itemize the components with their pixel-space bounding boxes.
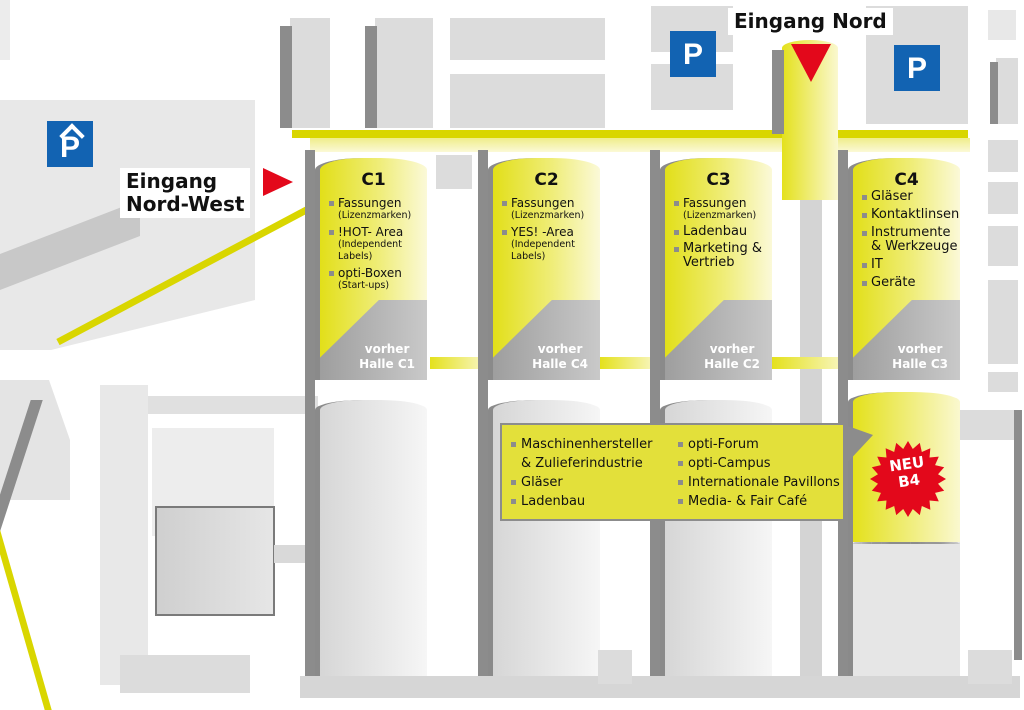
hall-c3[interactable]: C3 Fassungen(Lizenzmarken) Ladenbau Mark…: [660, 158, 772, 380]
building: [968, 650, 1012, 684]
list-item: Fassungen(Lizenzmarken): [328, 196, 425, 222]
hall-c2[interactable]: C2 Fassungen(Lizenzmarken) YES! -Area(In…: [488, 158, 600, 380]
building: [960, 410, 1020, 440]
building-shadow: [990, 62, 998, 124]
building-shadow: [478, 150, 488, 695]
hall-title: C3: [706, 170, 731, 190]
hall-title: C4: [894, 170, 919, 190]
list-item: Internationale Pavillons: [677, 473, 840, 492]
list-item: & Zulieferindustrie: [521, 456, 643, 471]
building: [988, 182, 1018, 214]
building: [100, 385, 148, 685]
route-line: [292, 130, 968, 138]
building-shadow: [280, 26, 292, 128]
building: [988, 372, 1018, 392]
list-item: Fassungen(Lizenzmarken): [501, 196, 598, 222]
building-shadow: [305, 150, 315, 695]
building: [988, 10, 1016, 40]
hall-exhibit-list: Fassungen(Lizenzmarken) !HOT- Area(Indep…: [328, 196, 425, 295]
list-item: Maschinenhersteller: [510, 435, 652, 454]
building: [436, 155, 472, 189]
building: [988, 226, 1018, 266]
entrance-north-west-arrow-icon: [263, 168, 293, 196]
hall-exhibit-list: Fassungen(Lizenzmarken) YES! -Area(Indep…: [501, 196, 598, 266]
building: [155, 506, 275, 616]
list-item: Gläser: [510, 473, 652, 492]
hall-exhibit-list: Gläser Kontaktlinsen Instrumente & Werkz…: [861, 190, 959, 294]
list-item: IT: [861, 258, 958, 272]
info-list-left: Maschinenhersteller & Zulieferindustrie …: [510, 435, 652, 511]
new-hall-badge-icon: [870, 441, 946, 517]
parking-icon[interactable]: P: [670, 31, 716, 77]
entrance-north-west-label[interactable]: Eingang Nord-West: [120, 168, 251, 218]
building: [375, 18, 433, 128]
building-shadow: [838, 150, 848, 695]
list-item: Instrumente & Werkzeuge: [861, 226, 958, 254]
hall-c4[interactable]: C4 Gläser Kontaktlinsen Instrumente & We…: [848, 158, 960, 380]
entrance-north-arrow-icon: [791, 44, 831, 82]
list-item: YES! -Area(Independent Labels): [501, 225, 598, 263]
list-item: Fassungen(Lizenzmarken): [673, 196, 770, 222]
building-shadow: [365, 26, 377, 128]
hall-b1[interactable]: [315, 400, 427, 690]
list-item: opti-Campus: [677, 454, 840, 473]
building: [450, 74, 605, 128]
list-item: !HOT- Area(Independent Labels): [328, 225, 425, 263]
b-halls-info-box: Maschinenhersteller & Zulieferindustrie …: [500, 423, 845, 521]
list-item: Marketing & Vertrieb: [673, 242, 770, 270]
walkway: [300, 676, 1020, 698]
building-shadow: [1014, 410, 1022, 660]
building: [120, 655, 250, 693]
building: [996, 58, 1018, 124]
list-item: opti-Boxen(Start-ups): [328, 266, 425, 292]
corridor: [310, 138, 970, 152]
building-shadow: [650, 150, 660, 695]
hall-title: C1: [361, 170, 386, 190]
parking-garage-icon[interactable]: P: [47, 121, 93, 167]
building: [290, 18, 330, 128]
connector: [430, 357, 490, 369]
list-item: Kontaktlinsen: [861, 208, 959, 222]
parking-icon[interactable]: P: [894, 45, 940, 91]
list-item: Gläser: [861, 190, 958, 204]
info-list-right: opti-Forum opti-Campus Internationale Pa…: [677, 435, 840, 511]
info-box-pointer: [845, 425, 873, 465]
building: [988, 280, 1018, 364]
hall-exhibit-list: Fassungen(Lizenzmarken) Ladenbau Marketi…: [673, 196, 770, 273]
entrance-north-label[interactable]: Eingang Nord: [728, 8, 893, 35]
connector: [772, 357, 850, 369]
hall-title: C2: [534, 170, 559, 190]
list-item: Ladenbau: [510, 492, 652, 511]
building: [0, 0, 10, 60]
building: [988, 140, 1018, 172]
walkway: [148, 396, 318, 414]
list-item: opti-Forum: [677, 435, 840, 454]
building-shadow: [772, 50, 784, 134]
building: [598, 650, 632, 684]
list-item: Geräte: [861, 276, 958, 290]
list-item: Media- & Fair Café: [677, 492, 840, 511]
hall-b4-divider: [852, 542, 960, 544]
hall-c1[interactable]: C1 Fassungen(Lizenzmarken) !HOT- Area(In…: [315, 158, 427, 380]
building: [450, 18, 605, 60]
connector: [600, 357, 660, 369]
list-item: Ladenbau: [673, 225, 770, 239]
